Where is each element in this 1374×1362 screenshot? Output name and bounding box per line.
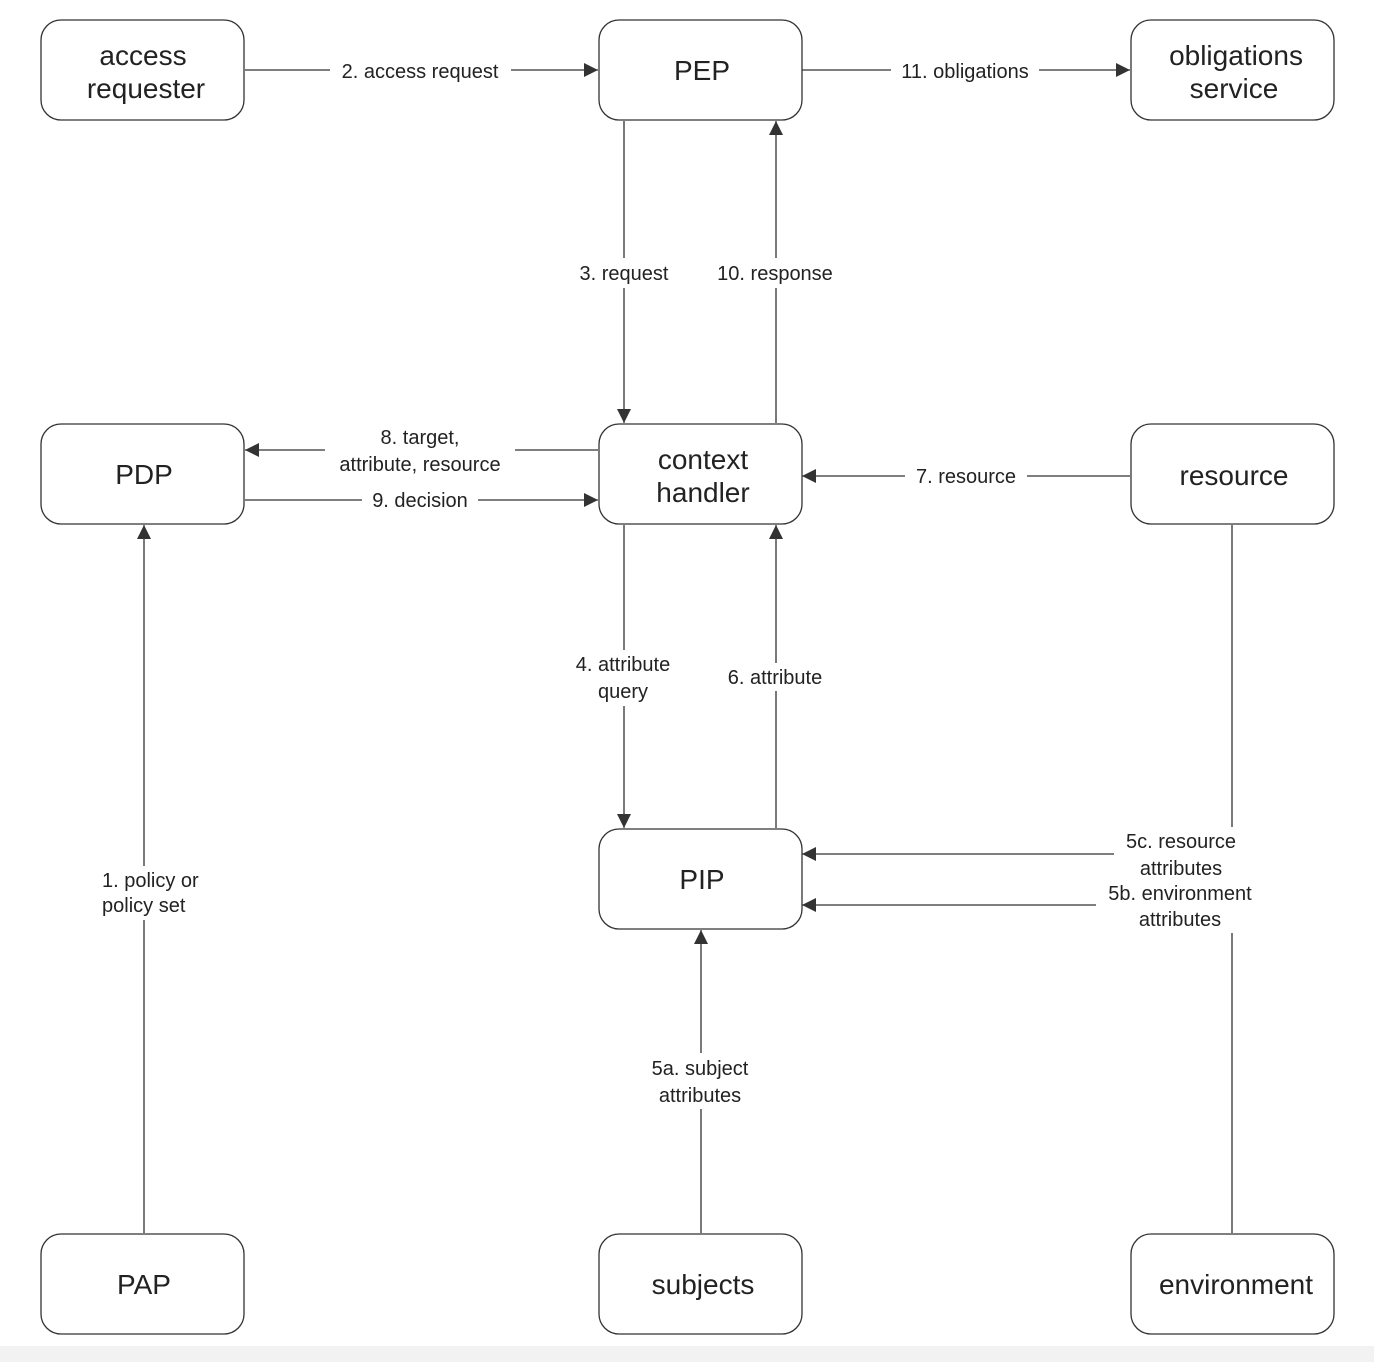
node-pdp-line-1: PDP xyxy=(115,459,173,490)
node-obligations-service: obligations service xyxy=(1130,19,1335,121)
svg-text:4. attribute: 4. attribute xyxy=(576,654,671,676)
node-obligations-line-2: service xyxy=(1190,73,1279,104)
label-5c-resource-attributes: 5c. resource attributes xyxy=(1114,827,1248,881)
svg-text:resource: resource xyxy=(1180,460,1289,491)
svg-text:PAP: PAP xyxy=(117,1269,171,1300)
node-access-requester-line-2: requester xyxy=(87,73,205,104)
svg-text:subjects: subjects xyxy=(652,1269,755,1300)
label-4-attribute-query: 4. attribute query xyxy=(566,650,682,706)
label-9-line-1: 9. decision xyxy=(372,490,468,512)
svg-text:2. access request: 2. access request xyxy=(342,61,499,83)
label-3-request: 3. request xyxy=(570,258,678,288)
label-4-line-2: query xyxy=(598,681,648,703)
svg-text:attributes: attributes xyxy=(1139,909,1221,931)
label-8-target: 8. target, attribute, resource xyxy=(325,423,515,479)
label-10-line-1: 10. response xyxy=(717,263,833,285)
svg-text:access: access xyxy=(99,40,186,71)
label-2-line-1: 2. access request xyxy=(342,61,499,83)
node-access-requester: access requester xyxy=(40,19,245,121)
label-8-line-1: 8. target, xyxy=(381,427,460,449)
label-5a-subject-attributes: 5a. subject attributes xyxy=(641,1053,761,1109)
label-1-line-2: policy set xyxy=(102,895,186,917)
node-pap: PAP xyxy=(40,1233,245,1335)
label-5a-line-2: attributes xyxy=(659,1085,741,1107)
label-9-decision: 9. decision xyxy=(362,487,478,513)
node-context-handler: context handler xyxy=(598,423,803,525)
svg-text:PIP: PIP xyxy=(679,864,724,895)
svg-text:3. request: 3. request xyxy=(580,263,669,285)
svg-text:5b. environment: 5b. environment xyxy=(1108,883,1252,905)
svg-text:PEP: PEP xyxy=(674,55,730,86)
label-6-attribute: 6. attribute xyxy=(718,663,832,691)
node-environment: environment xyxy=(1130,1233,1335,1335)
node-resource: resource xyxy=(1130,423,1335,525)
node-pap-line-1: PAP xyxy=(117,1269,171,1300)
svg-text:8. target,: 8. target, xyxy=(381,427,460,449)
svg-text:context: context xyxy=(658,444,748,475)
node-resource-line-1: resource xyxy=(1180,460,1289,491)
svg-text:policy set: policy set xyxy=(102,895,186,917)
node-pip-line-1: PIP xyxy=(679,864,724,895)
svg-text:11. obligations: 11. obligations xyxy=(901,61,1029,83)
svg-text:query: query xyxy=(598,681,648,703)
bottom-band xyxy=(0,1346,1374,1362)
node-obligations-line-1: obligations xyxy=(1169,40,1303,71)
label-4-line-1: 4. attribute xyxy=(576,654,671,676)
svg-text:service: service xyxy=(1190,73,1279,104)
svg-text:10. response: 10. response xyxy=(717,263,833,285)
label-10-response: 10. response xyxy=(708,258,842,288)
label-5c-line-2: attributes xyxy=(1140,858,1222,880)
label-5b-line-1: 5b. environment xyxy=(1108,883,1252,905)
labels-layer: 2. access request 11. obligations 3. req… xyxy=(98,58,1264,1109)
label-7-resource: 7. resource xyxy=(905,463,1027,489)
svg-text:attributes: attributes xyxy=(1140,858,1222,880)
node-context-handler-line-2: handler xyxy=(656,477,749,508)
label-5b-environment-attributes: 5b. environment attributes xyxy=(1096,879,1264,933)
label-2-access-request: 2. access request xyxy=(330,58,511,84)
svg-text:attribute, resource: attribute, resource xyxy=(339,454,500,476)
svg-text:5c. resource: 5c. resource xyxy=(1126,831,1236,853)
node-context-handler-line-1: context xyxy=(658,444,748,475)
svg-text:6. attribute: 6. attribute xyxy=(728,667,823,689)
label-5c-line-1: 5c. resource xyxy=(1126,831,1236,853)
label-6-line-1: 6. attribute xyxy=(728,667,823,689)
svg-text:9. decision: 9. decision xyxy=(372,490,468,512)
node-environment-line-1: environment xyxy=(1159,1269,1313,1300)
svg-text:7. resource: 7. resource xyxy=(916,466,1016,488)
node-subjects: subjects xyxy=(598,1233,803,1335)
label-1-policy: 1. policy or policy set xyxy=(98,866,216,920)
svg-text:requester: requester xyxy=(87,73,205,104)
node-pdp: PDP xyxy=(40,423,245,525)
svg-text:1. policy or: 1. policy or xyxy=(102,870,199,892)
svg-text:5a. subject: 5a. subject xyxy=(652,1058,749,1080)
node-subjects-line-1: subjects xyxy=(652,1269,755,1300)
node-pip: PIP xyxy=(598,828,803,930)
label-11-obligations: 11. obligations xyxy=(891,58,1039,84)
label-5b-line-2: attributes xyxy=(1139,909,1221,931)
label-5a-line-1: 5a. subject xyxy=(652,1058,749,1080)
svg-text:obligations: obligations xyxy=(1169,40,1303,71)
label-7-line-1: 7. resource xyxy=(916,466,1016,488)
label-11-line-1: 11. obligations xyxy=(901,61,1029,83)
label-1-line-1: 1. policy or xyxy=(102,870,199,892)
node-pep: PEP xyxy=(598,19,803,121)
svg-text:PDP: PDP xyxy=(115,459,173,490)
svg-text:attributes: attributes xyxy=(659,1085,741,1107)
label-3-line-1: 3. request xyxy=(580,263,669,285)
svg-text:handler: handler xyxy=(656,477,749,508)
label-8-line-2: attribute, resource xyxy=(339,454,500,476)
nodes-layer: access requester PEP obligations service… xyxy=(40,19,1335,1335)
node-pep-line-1: PEP xyxy=(674,55,730,86)
svg-text:environment: environment xyxy=(1159,1269,1313,1300)
node-access-requester-line-1: access xyxy=(99,40,186,71)
